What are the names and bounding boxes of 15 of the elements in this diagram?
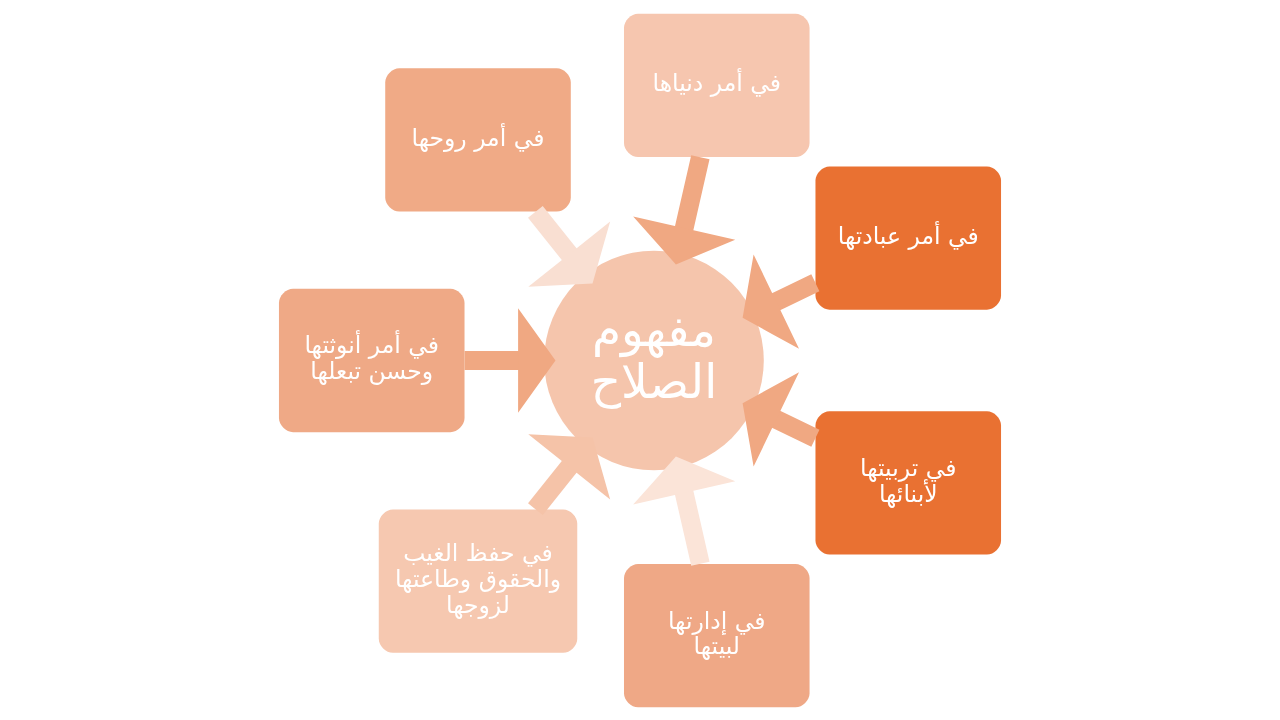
node-circle: مفهوم الصلاح xyxy=(544,250,764,470)
node-box: في إدارتها لبيتها xyxy=(624,563,810,707)
node-box: في تربيتها لأبنائها xyxy=(815,410,1002,555)
node-box: في أمر عبادتها xyxy=(815,165,1002,310)
arrow xyxy=(464,307,556,413)
arrow xyxy=(528,433,611,515)
node-box: في أمر روحها xyxy=(385,67,571,211)
node-box: في حفظ الغيب والحقوق وطاعتها لزوجها xyxy=(378,509,578,653)
arrow xyxy=(633,456,736,566)
arrow xyxy=(742,371,820,467)
node-box: في أمر دنياها xyxy=(624,13,810,157)
node-box: في أمر أنوثتها وحسن تبعلها xyxy=(278,288,465,432)
arrow xyxy=(633,154,736,264)
arrow xyxy=(528,205,611,287)
arrow xyxy=(742,253,820,349)
